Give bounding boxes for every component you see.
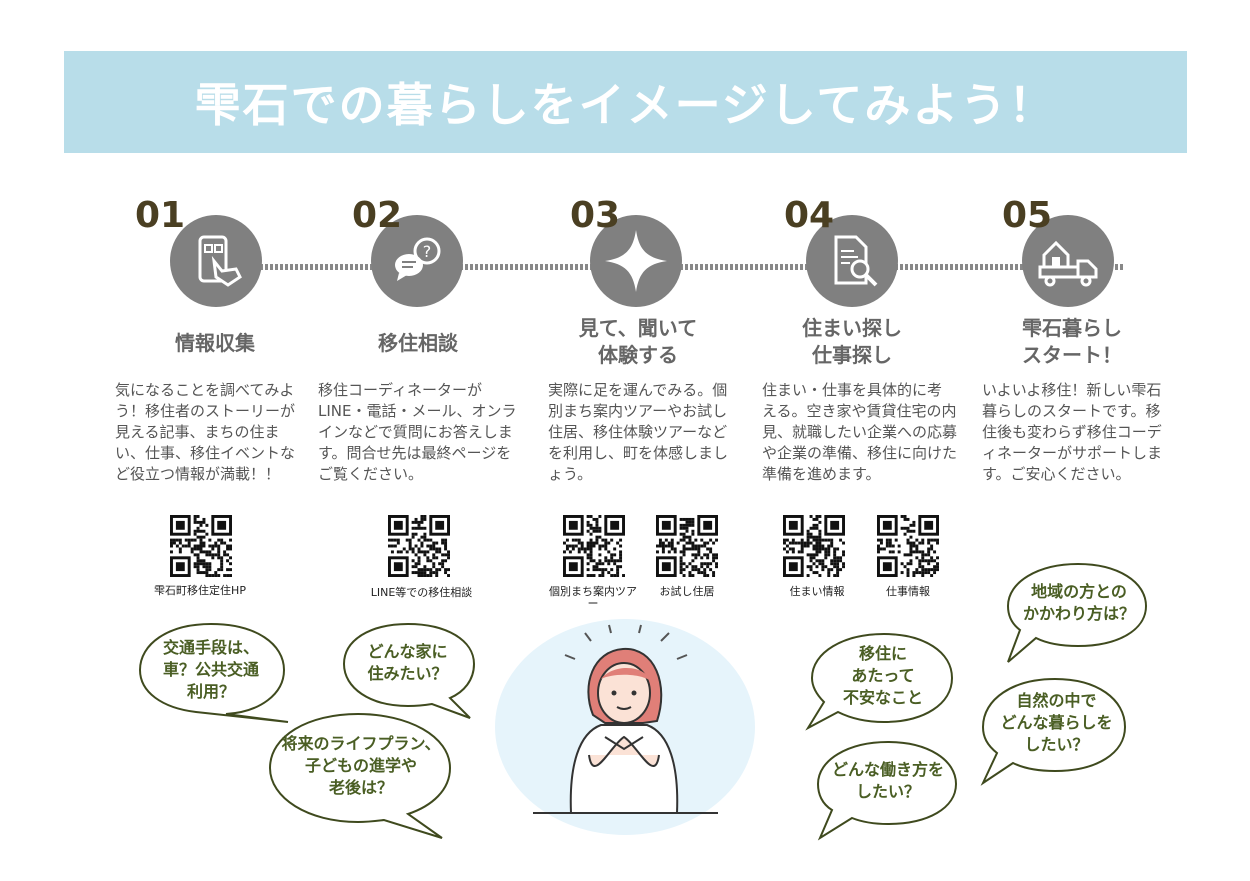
speech-bubble-future: 将来のライフプラン、 子どもの進学や 老後は？: [266, 710, 456, 840]
speech-bubble-nature: 自然の中で どんな暮らしを したい？: [975, 675, 1130, 786]
step-description: 実際に足を運んでみる。個別まち案内ツアーやお試し住居、移住体験ツアーなどを利用し…: [548, 381, 729, 483]
speech-bubble-anxiety: 移住に あたって 不安なこと: [804, 630, 954, 731]
qr-label: LINE等での移住相談: [370, 586, 473, 599]
speech-bubble-transport: 交通手段は、 車？公共交通 利用？: [136, 620, 289, 723]
step-title: 雫石暮らし スタート！: [1022, 316, 1122, 367]
qr-code[interactable]: [563, 515, 625, 577]
qr-code[interactable]: [170, 515, 232, 577]
timeline-dotted-line: [245, 264, 1125, 270]
step-description: 住まい・仕事を具体的に考える。空き家や賃貸住宅の内見、就職したい企業への応募や企…: [762, 381, 958, 483]
step-description: 気になることを調べてみよう！移住者のストーリーが見える記事、まちの住まい、仕事、…: [115, 381, 296, 483]
document-search-icon: [806, 215, 898, 307]
step-title: 情報収集: [175, 331, 255, 355]
moving-truck-icon: [1022, 215, 1114, 307]
step-title: 移住相談: [378, 331, 458, 355]
qr-code[interactable]: [783, 515, 845, 577]
qr-label: 仕事情報: [886, 585, 930, 598]
qr-code[interactable]: [656, 515, 718, 577]
step-number: 02: [352, 195, 403, 236]
sparkle-icon: [590, 215, 682, 307]
step-description: 移住コーディネーターがLINE・電話・メール、オンラインなどで質問にお答えします…: [318, 381, 517, 483]
step-title: 住まい探し 仕事探し: [802, 316, 902, 367]
svg-text:?: ?: [423, 242, 432, 261]
qr-code[interactable]: [388, 515, 450, 577]
speech-bubble-house: どんな家に 住みたい？: [340, 620, 476, 720]
qr-label: お試し住居: [659, 585, 715, 598]
smartphone-touch-icon: [170, 215, 262, 307]
qr-label: 住まい情報: [789, 585, 845, 598]
step-description: いよいよ移住！新しい雫石暮らしのスタートです。移住後も変わらず移住コーディネータ…: [982, 381, 1163, 483]
qr-label: 個別まち案内ツアー: [549, 585, 637, 610]
qr-label: 雫石町移住定住HP: [154, 584, 246, 597]
speech-bubble-work: どんな働き方を したい？: [810, 738, 958, 841]
step-number: 04: [784, 195, 835, 236]
speech-bubble-community: 地域の方との かかわり方は？: [1000, 560, 1150, 665]
qr-code[interactable]: [877, 515, 939, 577]
thinking-woman-illustration: [495, 619, 755, 835]
chat-question-icon: ?: [371, 215, 463, 307]
step-number: 03: [570, 195, 621, 236]
step-title: 見て、聞いて 体験する: [578, 316, 698, 367]
step-number: 05: [1002, 195, 1053, 236]
page-title: 雫石での暮らしをイメージしてみよう！: [194, 78, 1057, 132]
step-number: 01: [135, 195, 186, 236]
header-banner: 雫石での暮らしをイメージしてみよう！: [64, 51, 1187, 153]
